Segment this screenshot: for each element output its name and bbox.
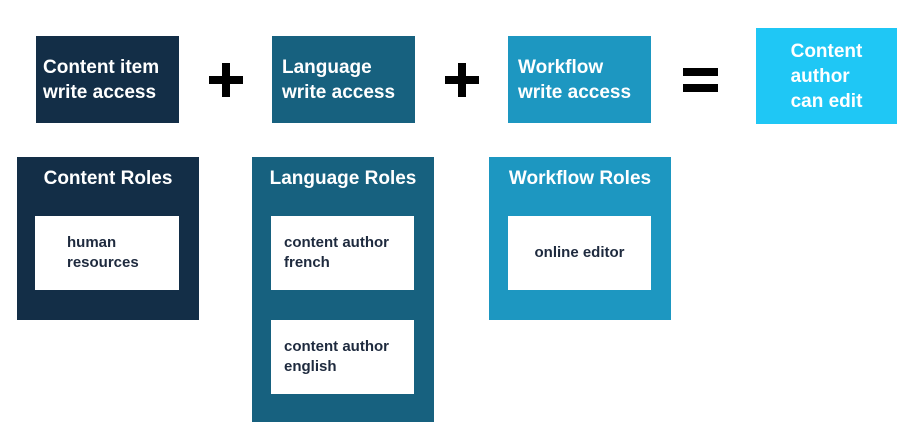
role-item-label: content author french (284, 234, 389, 271)
content-item-write-access-box: Content item write access (36, 36, 179, 123)
role-item-online-editor: online editor (508, 216, 651, 290)
role-item-content-author-french: content author french (271, 216, 414, 290)
plus-icon (209, 63, 243, 97)
content-author-can-edit-label: Content author can edit (790, 40, 863, 112)
role-item-label: human resources (67, 234, 139, 271)
workflow-write-access-box: Workflow write access (508, 36, 651, 123)
content-item-write-access-label: Content item write access (43, 56, 160, 103)
workflow-roles-panel: Workflow Roles online editor (489, 157, 671, 320)
plus-icon (445, 63, 479, 97)
workflow-write-access-label: Workflow write access (518, 56, 632, 103)
role-item-content-author-english: content author english (271, 320, 414, 394)
language-roles-panel: Language Roles content author french con… (252, 157, 434, 422)
workflow-roles-title: Workflow Roles (508, 168, 652, 189)
role-item-label: content author english (284, 338, 389, 375)
content-roles-panel: Content Roles human resources (17, 157, 199, 320)
language-write-access-box: Language write access (272, 36, 415, 123)
role-item-label: online editor (534, 244, 625, 261)
content-author-can-edit-box: Content author can edit (756, 28, 897, 124)
language-write-access-label: Language write access (282, 56, 396, 103)
language-roles-title: Language Roles (269, 168, 417, 189)
role-item-human-resources: human resources (35, 216, 179, 290)
content-roles-title: Content Roles (43, 168, 173, 189)
equals-icon (683, 68, 718, 92)
